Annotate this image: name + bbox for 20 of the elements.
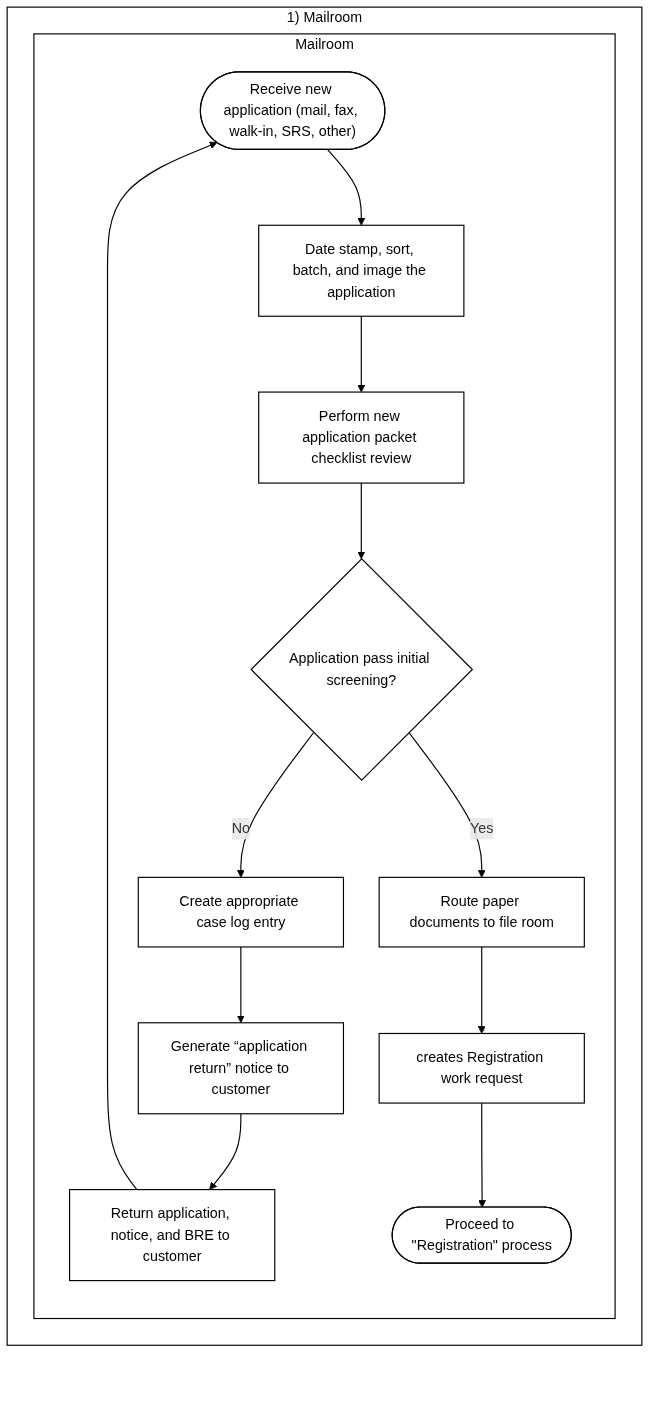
arrow bbox=[408, 731, 486, 878]
node-box: Perform new application packet checklist review bbox=[258, 391, 465, 484]
arrow bbox=[357, 482, 366, 560]
node-box: Route paper documents to file room bbox=[378, 876, 585, 948]
node-box: Date stamp, sort, batch, and image the application bbox=[258, 224, 465, 317]
node-box: Return application, notice, and BRE to customer bbox=[69, 1189, 276, 1282]
edge-label: Yes bbox=[470, 820, 494, 836]
arrow bbox=[478, 1102, 487, 1208]
arrow bbox=[327, 149, 366, 226]
arrow bbox=[236, 731, 315, 878]
node-box: Generate “application return” notice to customer bbox=[137, 1022, 345, 1115]
arrow bbox=[209, 1113, 242, 1190]
node-diamond: Application pass initial screening? bbox=[250, 558, 474, 781]
arrow bbox=[477, 946, 486, 1034]
arrow bbox=[236, 946, 245, 1024]
arrow bbox=[106, 141, 218, 1191]
node-box: Create appropriate case log entry bbox=[137, 876, 345, 948]
edge-label: No bbox=[231, 820, 250, 836]
node-box: creates Registration work request bbox=[378, 1032, 585, 1104]
arrow bbox=[357, 315, 366, 393]
